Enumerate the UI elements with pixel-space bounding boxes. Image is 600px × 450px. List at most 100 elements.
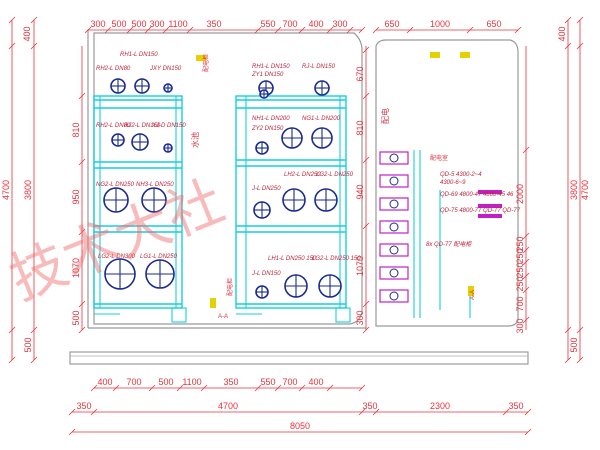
dim-tick [372, 26, 380, 34]
dim-tick [522, 146, 530, 154]
dim-tick [576, 16, 584, 24]
dim-tick [564, 16, 572, 24]
dim-tick [274, 26, 282, 34]
pump [110, 78, 126, 94]
right-dim-inner: 500 [569, 337, 579, 352]
dim-tick [522, 316, 530, 324]
pump [141, 187, 167, 213]
pump-label-mid: J-L DN150 [251, 271, 281, 277]
dim-tick [8, 42, 16, 50]
pump-label-left: RH2-L DN80 [96, 66, 131, 72]
dim-tick [362, 326, 370, 334]
dim-tick [576, 356, 584, 364]
right-room-walls [375, 39, 519, 327]
dim-tick [524, 428, 532, 436]
top-dim-right: 650 [486, 19, 501, 29]
right-col-dim: 250 [515, 236, 525, 251]
top-dim-left: 300 [149, 19, 164, 29]
pump-label-left: RH2-L DN80 [96, 123, 131, 129]
electric-cabinet [379, 289, 409, 303]
pump [284, 274, 308, 298]
dim-tick [298, 384, 306, 392]
room-right-note: 配电室 [430, 154, 448, 162]
dim-tick [466, 26, 474, 34]
dim-tick [524, 408, 532, 416]
pump [145, 259, 175, 289]
dim-tick [162, 26, 170, 34]
dim-tick [326, 384, 334, 392]
right-col-dim: 250 [515, 262, 525, 277]
dim-tick [176, 384, 184, 392]
dim-tick [90, 408, 98, 416]
panel-label: 4300-6~9 [440, 180, 466, 186]
pump [163, 143, 173, 153]
pump-label-mid: LH1-L DN250 150 [268, 256, 317, 262]
dim-tick [254, 26, 262, 34]
panel-label: 8x QD-77 配电柜 [426, 240, 472, 248]
dim-tick [144, 26, 152, 34]
dim-tick [30, 42, 38, 50]
dim-tick [358, 384, 366, 392]
top-dim-right: 650 [384, 19, 399, 29]
pump-label-left: RH1-L DN150 [120, 52, 158, 58]
dim-tick [358, 26, 366, 34]
pump [255, 141, 269, 155]
dim-tick [78, 300, 86, 308]
electric-cabinet [379, 266, 409, 280]
pump [314, 80, 330, 96]
dim-tick [514, 26, 522, 34]
row-dim-left: 810 [71, 122, 81, 137]
left-pipe-rack [93, 95, 187, 323]
bottom-dim-row1: 1100 [182, 377, 201, 387]
cabinet-group [379, 151, 409, 303]
dim-tick [30, 326, 38, 334]
dim-tick [126, 26, 134, 34]
dim-tick [362, 300, 370, 308]
dim-tick [186, 26, 194, 34]
top-dim-left: 1100 [168, 19, 187, 29]
dim-tick [362, 156, 370, 164]
pump [318, 274, 342, 298]
bottom-dim-row1: 700 [282, 377, 297, 387]
dim-tick [68, 428, 76, 436]
left-dim-inner: 3800 [23, 180, 33, 200]
dim-tick [522, 272, 530, 280]
dim-tick [362, 92, 370, 100]
left-dim-outer: 4700 [1, 180, 11, 200]
dimension-ticks [8, 16, 584, 436]
bottom-dim-row1: 400 [308, 377, 323, 387]
top-dim-left: 300 [332, 19, 347, 29]
pump-label-mid: J-L DN250 [251, 186, 281, 192]
top-dim-left: 500 [131, 19, 146, 29]
dim-tick [8, 326, 16, 334]
pump-label-left: XJ-D DN150 [151, 123, 186, 129]
panel-label: QD-69 4800-47 4800-45 46 [440, 192, 514, 198]
bottom-dim-row2: 350 [76, 401, 91, 411]
pump [104, 258, 136, 290]
top-dim-left: 500 [111, 19, 126, 29]
dim-tick [326, 26, 334, 34]
pump-label-mid: NG1-L DN200 [302, 116, 341, 122]
pump-label-mid: LG2-L DN250 150 [312, 256, 361, 262]
dim-tick [274, 384, 282, 392]
right-room-pipes [413, 150, 502, 318]
dim-tick [522, 286, 530, 294]
pump [131, 133, 149, 151]
dim-tick [78, 228, 86, 236]
dim-tick [346, 26, 354, 34]
top-dim-left: 350 [206, 19, 221, 29]
pump-label-left: NH3-L DN250 [136, 182, 174, 188]
bottom-dim-row1: 350 [223, 377, 238, 387]
dim-tick [502, 408, 510, 416]
pump-label-mid: ZY1 DN150 [251, 72, 284, 78]
dim-tick [362, 46, 370, 54]
top-dim-left: 700 [282, 19, 297, 29]
room-right-label: 配电 [380, 108, 390, 124]
dim-tick [84, 26, 92, 34]
dimension-lines [11, 20, 581, 433]
dim-tick [564, 356, 572, 364]
dim-tick [78, 326, 86, 334]
pump [259, 89, 269, 99]
pump-label-mid: RJ-L DN150 [302, 64, 336, 70]
